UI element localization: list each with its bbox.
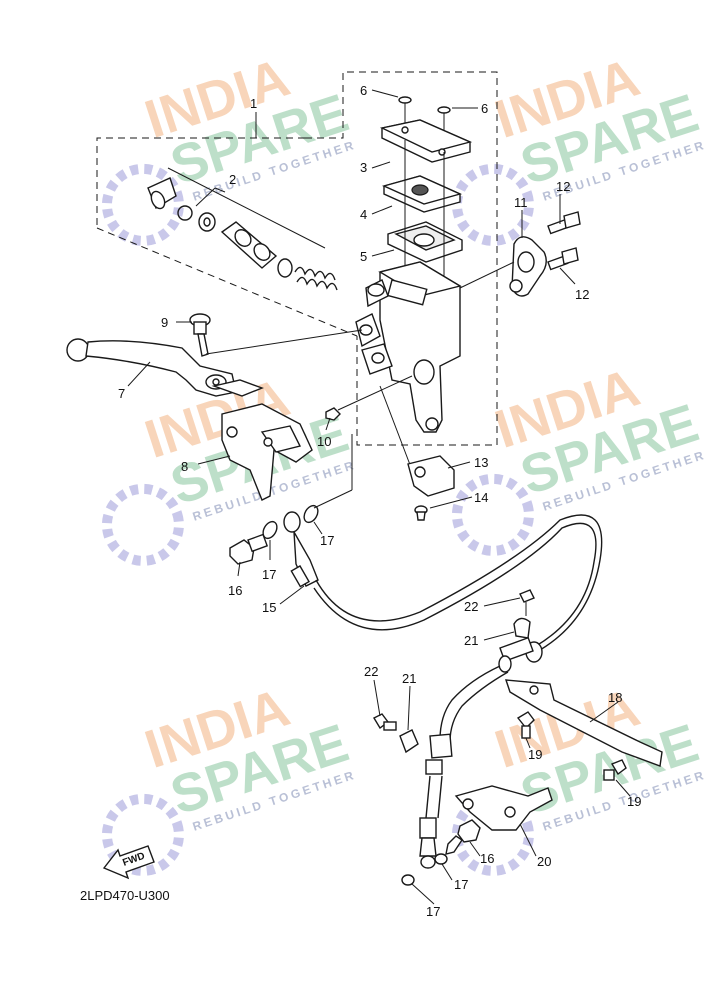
callout-8: 8	[181, 459, 188, 474]
callout-19a: 19	[528, 747, 542, 762]
callout-6a: 6	[360, 83, 367, 98]
cap-screw	[398, 96, 412, 125]
callout-4: 4	[360, 207, 367, 222]
bolt-12	[547, 211, 581, 235]
callout-2: 2	[229, 172, 236, 187]
brake-hose	[283, 434, 603, 651]
callout-leaders	[127, 89, 631, 905]
brake-switch	[407, 455, 455, 521]
callout-21b: 21	[402, 671, 416, 686]
hose-guide-bracket	[504, 679, 663, 781]
callout-6b: 6	[481, 101, 488, 116]
callout-7: 7	[118, 386, 125, 401]
callout-18: 18	[608, 690, 622, 705]
bolt-19	[603, 759, 627, 781]
wrench-icon	[101, 163, 184, 246]
forward-arrow-icon: FWD	[102, 845, 155, 880]
union-bolt-lower	[445, 819, 481, 855]
wrench-icon	[101, 793, 184, 876]
callout-22a: 22	[464, 599, 478, 614]
callout-20: 20	[537, 854, 551, 869]
callout-15: 15	[262, 600, 276, 615]
piston-kit	[147, 167, 338, 291]
lower-hose	[419, 636, 543, 869]
callout-9: 9	[161, 315, 168, 330]
callout-11: 11	[514, 195, 528, 210]
callout-17b: 17	[320, 533, 334, 548]
bolt-12	[547, 247, 579, 271]
callout-16a: 16	[228, 583, 242, 598]
hose-clips	[373, 589, 535, 754]
screw-14	[414, 505, 428, 521]
callout-17a: 17	[262, 567, 276, 582]
master-cylinder-body	[355, 261, 462, 471]
wrench-icon	[451, 163, 534, 246]
wrench-icon	[101, 483, 184, 566]
clamp-and-bolts	[459, 211, 581, 297]
callout-22b: 22	[364, 664, 378, 679]
callout-14: 14	[474, 490, 488, 505]
callout-1: 1	[250, 96, 257, 111]
callout-labels: 1 2 3 4 5 6 6 7 8 9 10 11 12 12 13 14 15…	[118, 83, 641, 919]
callout-3: 3	[360, 160, 367, 175]
reservoir-cap-parts	[379, 96, 473, 300]
callout-19b: 19	[627, 794, 641, 809]
lower-bracket	[401, 785, 553, 886]
pivot-bolt	[189, 313, 363, 357]
wrench-icon	[451, 473, 534, 556]
callout-13: 13	[474, 455, 488, 470]
bolt-22	[373, 713, 397, 731]
nut	[325, 375, 413, 421]
bolt-19	[516, 711, 535, 739]
brake-lever	[66, 338, 237, 397]
assembly-boundaries	[96, 71, 498, 446]
callout-17c: 17	[454, 877, 468, 892]
bolt-22	[519, 589, 535, 616]
callout-10: 10	[317, 434, 331, 449]
callout-17d: 17	[426, 904, 440, 919]
callout-5: 5	[360, 249, 367, 264]
callout-12a: 12	[556, 179, 570, 194]
union-bolt-upper	[229, 504, 319, 565]
callout-12b: 12	[575, 287, 589, 302]
callout-21a: 21	[464, 633, 478, 648]
diagram-code: 2LPD470-U300	[80, 888, 170, 903]
callout-16b: 16	[480, 851, 494, 866]
